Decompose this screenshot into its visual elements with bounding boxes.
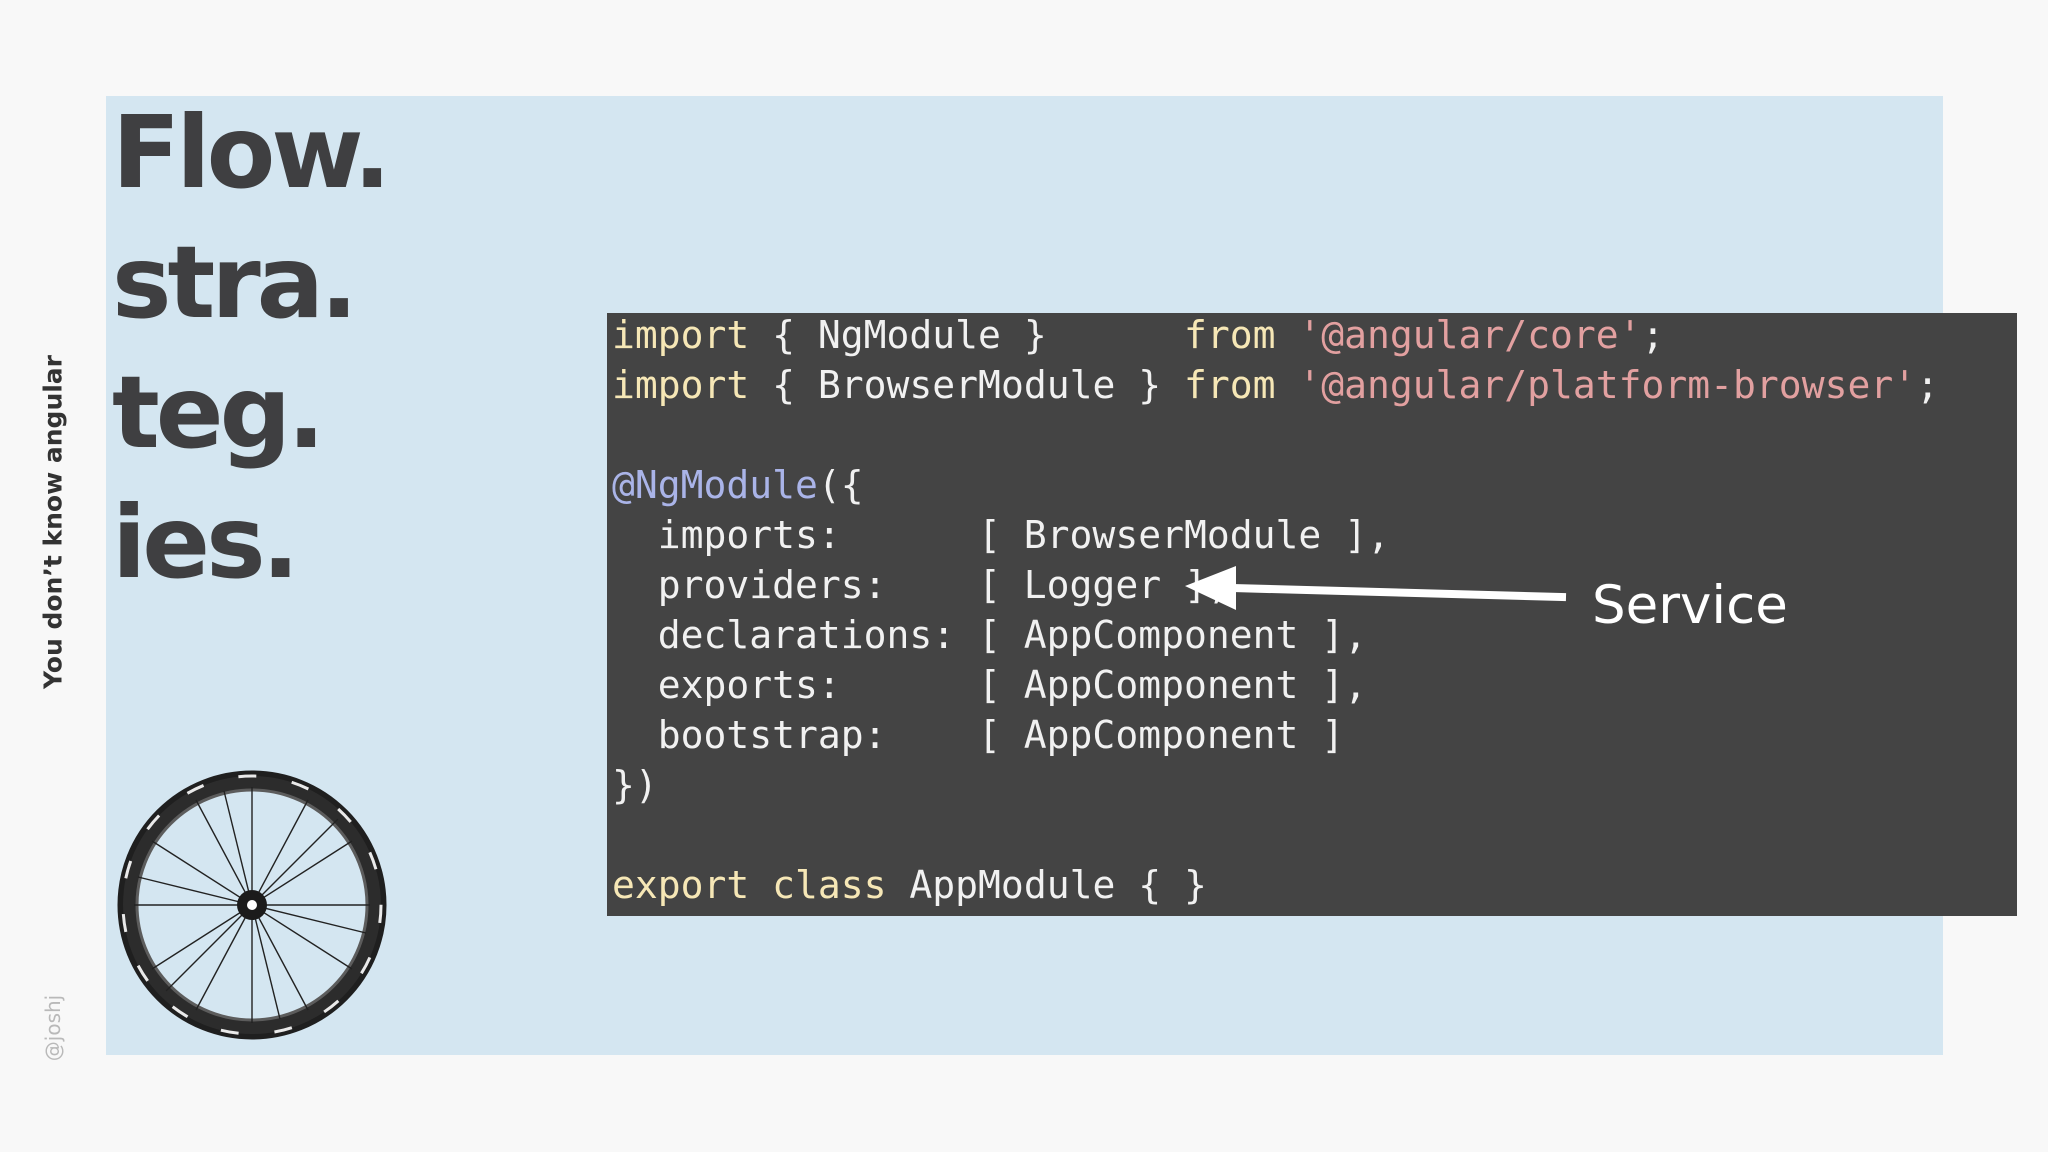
code-token-plain: AppModule { } — [886, 863, 1207, 907]
code-line — [612, 810, 1939, 860]
code-line: bootstrap: [ AppComponent ] — [612, 710, 1939, 760]
code-token-punct: ; — [1641, 313, 1665, 357]
code-token-punct: ({ — [817, 463, 864, 507]
code-token-keyword: from — [1183, 313, 1276, 357]
service-annotation-label: Service — [1592, 575, 1788, 636]
code-token-plain: providers: [ Logger ], — [612, 563, 1230, 607]
code-line: declarations: [ AppComponent ], — [612, 610, 1939, 660]
code-line: providers: [ Logger ], — [612, 560, 1939, 610]
code-token-string: '@angular/platform-browser' — [1298, 363, 1917, 407]
code-line: imports: [ BrowserModule ], — [612, 510, 1939, 560]
code-token-keyword: from — [1183, 363, 1276, 407]
title-line: teg. — [112, 354, 325, 471]
vertical-series-title: You don’t know angular — [38, 354, 68, 690]
code-token-keyword: import — [612, 313, 750, 357]
code-token-decorator: @NgModule — [612, 463, 818, 507]
code-token-string: '@angular/core' — [1298, 313, 1642, 357]
code-line: @NgModule({ — [612, 460, 1939, 510]
code-token-plain: bootstrap: [ AppComponent ] — [612, 713, 1345, 757]
wheel-spokes — [134, 787, 370, 1023]
code-token-keyword: export class — [612, 863, 887, 907]
author-handle: @joshj — [41, 994, 65, 1062]
title-line: stra. — [112, 224, 358, 341]
code-line: import { NgModule } from '@angular/core'… — [612, 310, 1939, 360]
code-line: }) — [612, 760, 1939, 810]
code-line — [612, 410, 1939, 460]
code-token-punct: }) — [612, 763, 658, 807]
code-token-keyword: import — [612, 363, 750, 407]
code-line: import { BrowserModule } from '@angular/… — [612, 360, 1939, 410]
code-token-plain: { NgModule } — [749, 313, 1184, 357]
code-line: exports: [ AppComponent ], — [612, 660, 1939, 710]
code-token-plain: imports: [ BrowserModule ], — [612, 513, 1390, 557]
code-token-plain: exports: [ AppComponent ], — [612, 663, 1367, 707]
code-token-plain: declarations: [ AppComponent ], — [612, 613, 1367, 657]
code-line: export class AppModule { } — [612, 860, 1939, 910]
code-panel — [607, 313, 2017, 916]
code-token-punct: ; — [1916, 363, 1939, 407]
slide-title: Flow. stra. teg. ies. — [112, 88, 391, 608]
title-line: Flow. — [112, 94, 391, 211]
bicycle-wheel-image — [117, 770, 387, 1040]
code-token-plain — [1275, 313, 1298, 357]
code-token-plain — [1275, 363, 1298, 407]
code-snippet: import { NgModule } from '@angular/core'… — [612, 310, 1939, 910]
code-token-plain: { BrowserModule } — [749, 363, 1184, 407]
title-line: ies. — [112, 484, 300, 601]
left-arrow-icon — [1185, 566, 1567, 610]
